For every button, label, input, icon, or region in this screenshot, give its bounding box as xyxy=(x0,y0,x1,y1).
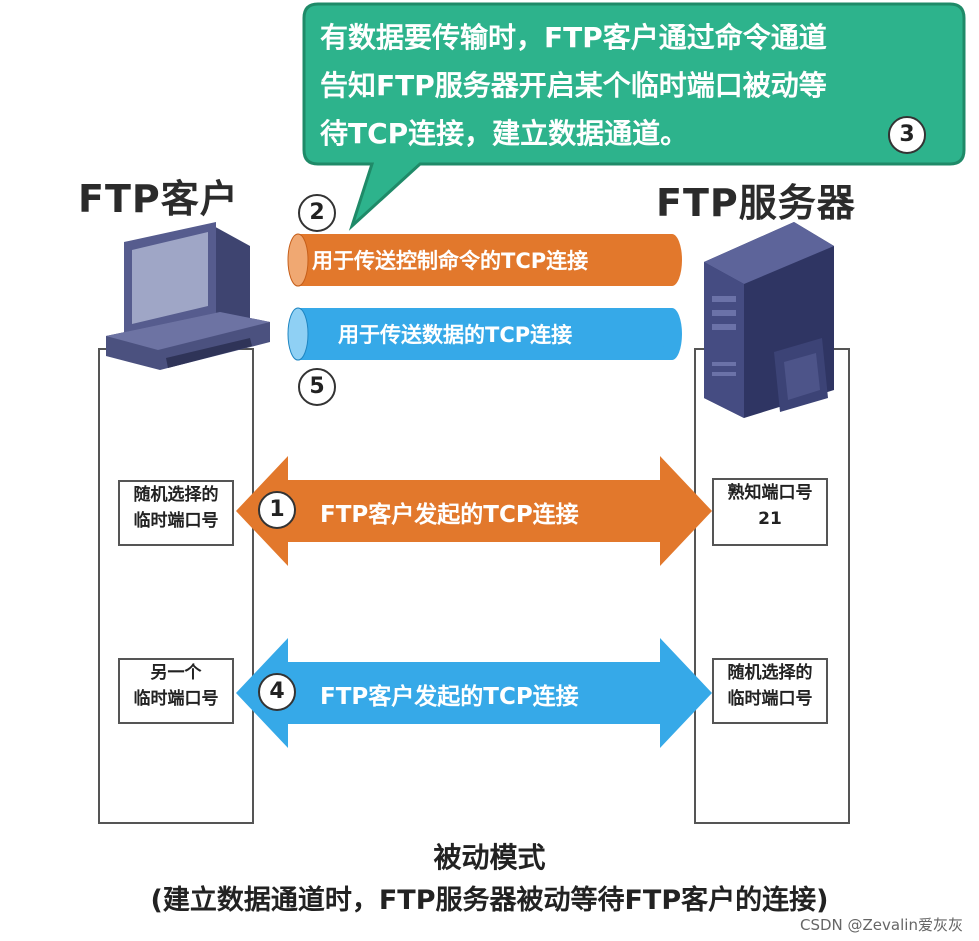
server-title: FTP服务器 xyxy=(656,181,856,225)
caption-title: 被动模式 xyxy=(433,841,546,874)
step-5-badge: 5 xyxy=(298,368,336,406)
step-3-badge: 3 xyxy=(888,116,926,154)
client-data-port-box: 另一个 临时端口号 xyxy=(118,658,234,724)
speech-bubble-shape xyxy=(302,2,966,231)
watermark: CSDN @Zevalin爱灰灰 xyxy=(800,916,963,934)
control-pipe-label: 用于传送控制命令的TCP连接 xyxy=(312,249,589,273)
caption-subtitle: (建立数据通道时，FTP服务器被动等待FTP客户的连接) xyxy=(150,885,829,916)
data-connection-arrow xyxy=(236,638,712,748)
step-2-badge: 2 xyxy=(298,194,336,232)
data-connection-pipe xyxy=(287,307,682,361)
bubble-text: 有数据要传输时，FTP客户通过命令通道 告知FTP服务器开启某个临时端口被动等 … xyxy=(320,21,827,150)
step-1-badge: 1 xyxy=(258,491,296,529)
client-title: FTP客户 xyxy=(78,177,239,221)
step-4-badge: 4 xyxy=(258,673,296,711)
control-connection-pipe xyxy=(287,233,682,287)
control-connection-arrow xyxy=(236,456,712,566)
server-control-port-box: 熟知端口号 21 xyxy=(712,478,828,546)
server-data-port-box: 随机选择的 临时端口号 xyxy=(712,658,828,724)
data-pipe-label: 用于传送数据的TCP连接 xyxy=(338,323,573,347)
client-control-port-box: 随机选择的 临时端口号 xyxy=(118,480,234,546)
server-tower-icon xyxy=(704,222,834,418)
data-arrow-label: FTP客户发起的TCP连接 xyxy=(320,684,579,710)
control-arrow-label: FTP客户发起的TCP连接 xyxy=(320,502,579,528)
client-column xyxy=(98,348,254,824)
computer-icon xyxy=(106,222,270,370)
